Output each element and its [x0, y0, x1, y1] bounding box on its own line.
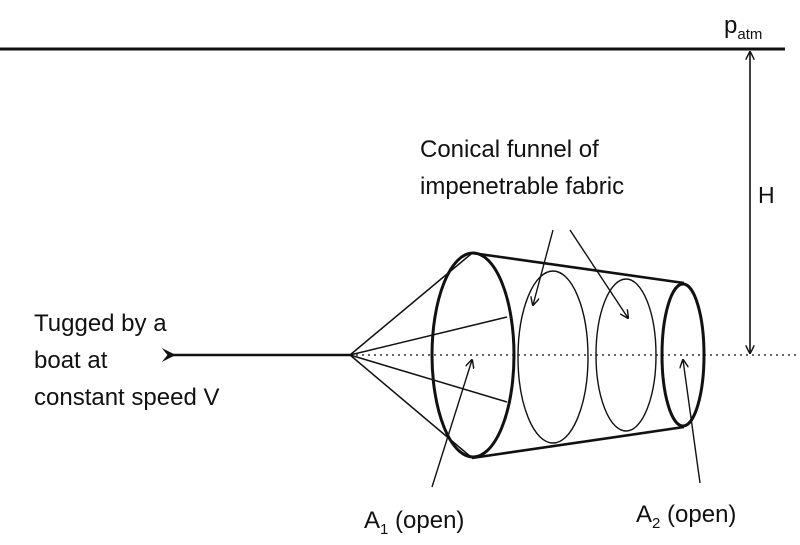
funnel-top-edge — [471, 251, 685, 285]
rigging-line-lower — [349, 354, 508, 403]
funnel-pointer-arrow-2 — [569, 229, 628, 318]
atmospheric-pressure-label: patm — [724, 12, 762, 43]
funnel-label-line-2: impenetrable fabric — [420, 173, 624, 200]
a2-pointer-arrow — [683, 360, 701, 484]
rigging-line-upper — [349, 316, 508, 356]
tug-description: Tugged by a boat at constant speed V — [34, 310, 219, 411]
a1-label: A1 (open) — [364, 507, 464, 538]
a2-subscript: 2 — [652, 515, 660, 532]
funnel-label-line-1: Conical funnel of — [420, 136, 599, 163]
funnel-body — [471, 251, 685, 460]
a1-subscript: 1 — [380, 521, 388, 538]
tug-line-1: Tugged by a — [34, 310, 167, 337]
funnel-bottom-edge — [471, 425, 685, 460]
a1-main: A — [364, 507, 380, 534]
depth-label: H — [758, 182, 775, 208]
funnel-label: Conical funnel of impenetrable fabric — [420, 136, 624, 200]
tug-line-3: constant speed V — [34, 384, 219, 411]
funnel-cross-section-1 — [517, 270, 589, 444]
funnel-pointer-arrow-1 — [533, 229, 554, 305]
inlet-a1-ellipse — [430, 251, 516, 459]
a2-main: A — [636, 501, 652, 528]
a2-label: A2 (open) — [636, 501, 736, 532]
funnel-cross-section-2 — [595, 278, 657, 432]
a1-suffix: (open) — [388, 507, 464, 534]
p-atm-subscript: atm — [737, 26, 762, 43]
p-atm-main: p — [724, 12, 737, 39]
a2-suffix: (open) — [660, 501, 736, 528]
a1-pointer-arrow — [431, 360, 472, 488]
outlet-a2-ellipse — [660, 282, 706, 428]
tug-line-2: boat at — [34, 347, 108, 374]
